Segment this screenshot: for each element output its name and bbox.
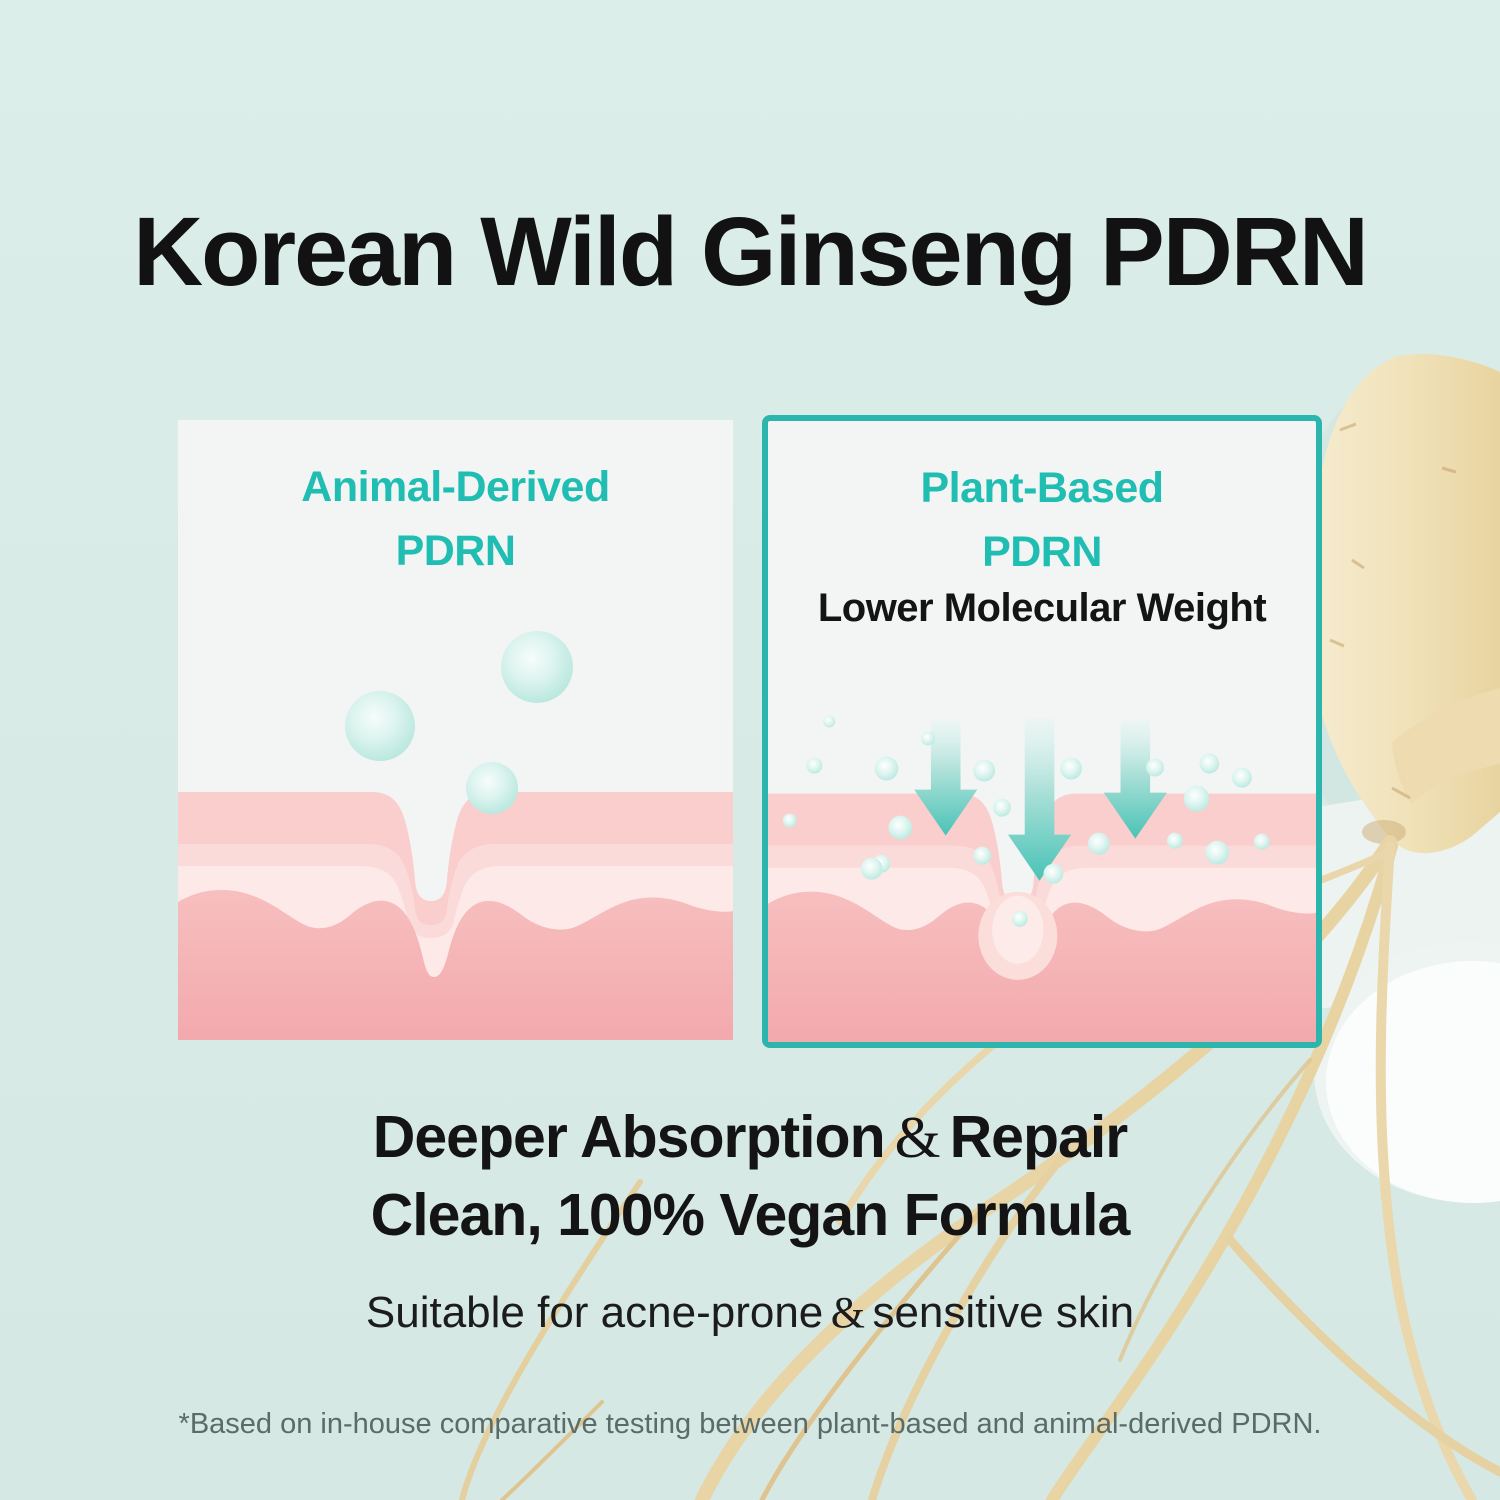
- benefits-line1: Deeper Absorption&Repair: [0, 1098, 1500, 1176]
- animal-skin-illustration: [178, 631, 733, 1040]
- absorption-arrows: [914, 718, 1167, 881]
- pdrn-particle-dot: [921, 731, 935, 746]
- pdrn-particle-dot: [1205, 840, 1230, 865]
- pdrn-particle-dot: [1166, 832, 1183, 849]
- pdrn-particle-dot: [1043, 863, 1064, 884]
- suitability-post: sensitive skin: [872, 1288, 1135, 1337]
- pdrn-molecule-bubble: [466, 762, 518, 814]
- plant-panel-heading: Plant-Based PDRN: [768, 421, 1316, 584]
- pdrn-particle-dot: [1183, 785, 1210, 812]
- pdrn-particle-dot: [1253, 833, 1270, 850]
- pdrn-particle-dot: [1199, 753, 1220, 774]
- benefits-line1-pre: Deeper Absorption: [372, 1104, 886, 1170]
- plant-heading-line2: PDRN: [982, 527, 1102, 576]
- pdrn-particle-dot: [806, 757, 823, 774]
- pdrn-particle-dot: [1060, 757, 1082, 780]
- suitability-pre: Suitable for acne-prone: [365, 1288, 824, 1337]
- absorption-arrow-icon: [1103, 720, 1167, 839]
- serif-ampersand: &: [894, 1104, 941, 1170]
- pdrn-particle-dot: [1087, 832, 1110, 855]
- benefits-line1-post: Repair: [949, 1104, 1129, 1170]
- plant-panel-subheading: Lower Molecular Weight: [817, 586, 1267, 631]
- pdrn-particle-dot: [1146, 758, 1164, 777]
- ginseng-root-image: [1306, 353, 1500, 854]
- absorption-arrow-icon: [914, 720, 978, 836]
- pdrn-molecule-bubble: [501, 631, 573, 703]
- benefits-line2: Clean, 100% Vegan Formula: [370, 1182, 1131, 1249]
- footnote-disclaimer: *Based on in-house comparative testing b…: [178, 1408, 1322, 1440]
- benefits-headline: Deeper Absorption&Repair Clean, 100% Veg…: [0, 1098, 1500, 1255]
- pdrn-molecule-bubble: [345, 691, 415, 761]
- pdrn-particle-dot: [1232, 767, 1252, 788]
- pdrn-particle-dot: [888, 815, 913, 840]
- animal-derived-panel: Animal-Derived PDRN: [178, 420, 733, 1040]
- pdrn-particle-dot: [973, 759, 996, 782]
- pdrn-particle-dot: [823, 715, 836, 728]
- large-pdrn-molecule-bubbles: [345, 631, 573, 814]
- cream-disc-image: [1314, 942, 1500, 1203]
- pdrn-particle-dot: [874, 756, 899, 781]
- animal-panel-heading: Animal-Derived PDRN: [178, 420, 733, 583]
- animal-heading-line2: PDRN: [395, 526, 516, 575]
- pdrn-particle-dot: [973, 846, 992, 865]
- pdrn-particle-dot: [782, 813, 797, 828]
- plant-based-panel: Plant-Based PDRN Lower Molecular Weight: [762, 415, 1322, 1048]
- pdrn-particle-dot: [993, 798, 1011, 817]
- healed-pocket-inner: [992, 895, 1044, 964]
- animal-heading-line1: Animal-Derived: [301, 463, 610, 511]
- page-title: Korean Wild Ginseng PDRN: [133, 197, 1369, 306]
- plant-skin-illustration: [768, 715, 1316, 1042]
- absorption-arrow-icon: [1007, 718, 1072, 881]
- skin-cross-section: [768, 793, 1316, 1042]
- suitability-text: Suitable for acne-prone&sensitive skin: [0, 1287, 1500, 1338]
- skin-cross-section: [178, 792, 733, 1040]
- pdrn-particle-dot: [1011, 910, 1028, 927]
- plant-heading-line1: Plant-Based: [920, 464, 1164, 512]
- serif-ampersand: &: [830, 1288, 865, 1337]
- pdrn-particle-dot: [860, 857, 883, 880]
- small-pdrn-particle-dots: [782, 715, 1270, 927]
